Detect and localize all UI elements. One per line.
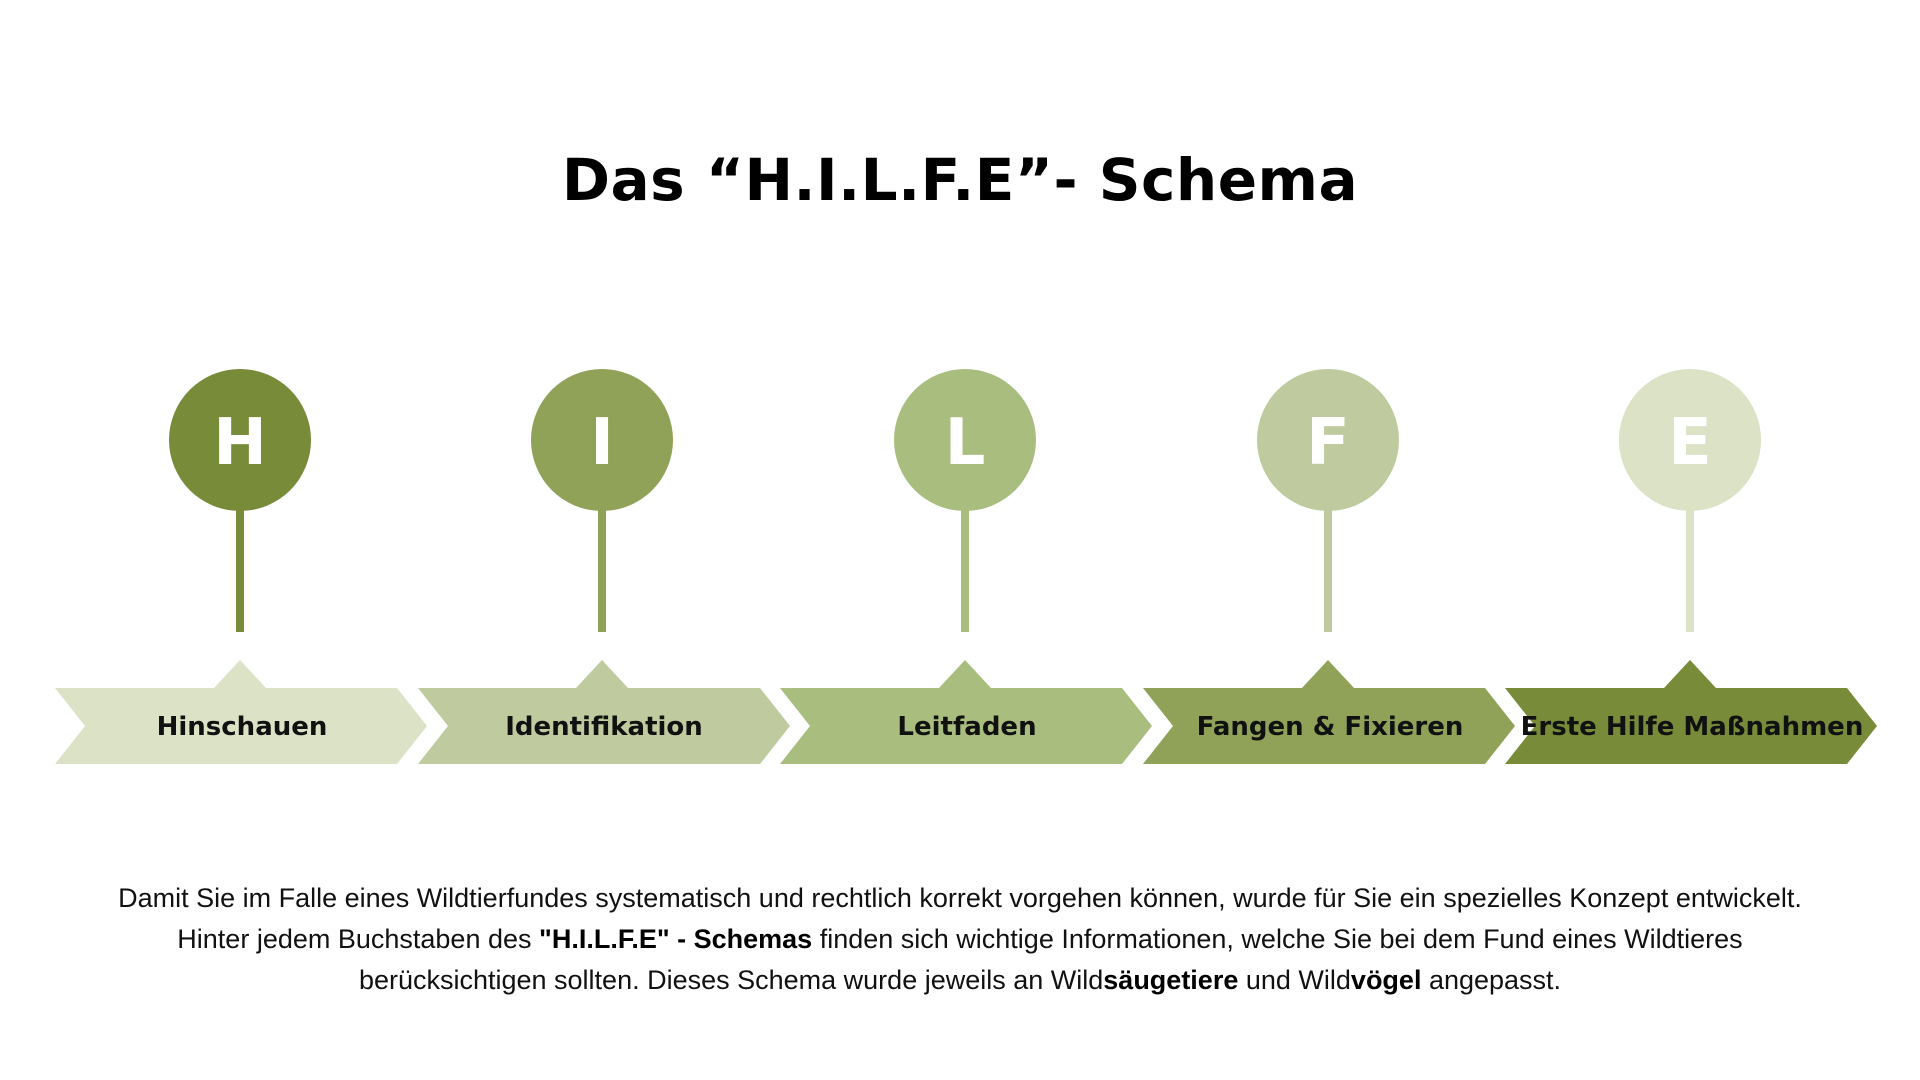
step-label: Identifikation	[505, 712, 703, 742]
page-title: Das “H.I.L.F.E”- Schema	[561, 146, 1359, 214]
step-label: Leitfaden	[897, 712, 1036, 742]
step-label: Hinschauen	[157, 712, 328, 742]
description-bold-schema: "H.I.L.F.E" - Schemas	[539, 924, 813, 954]
description-part-4: angepasst.	[1421, 965, 1562, 995]
node-letter-f: F	[1306, 406, 1350, 480]
step-arrow	[780, 660, 1152, 764]
node-letter-h: H	[213, 406, 267, 480]
letter-node	[1619, 369, 1761, 511]
description-bold-voegel: vögel	[1350, 965, 1422, 995]
step-fangen-fixieren: F Fangen & Fixieren	[1143, 369, 1515, 764]
description-part-3: und Wild	[1238, 965, 1351, 995]
letter-node	[894, 369, 1036, 511]
node-letter-l: L	[945, 406, 986, 480]
node-letter-i: I	[590, 406, 614, 480]
letter-node	[531, 369, 673, 511]
step-arrow	[55, 660, 427, 764]
step-identifikation: I Identifikation	[418, 369, 790, 764]
step-arrow	[1143, 660, 1515, 764]
step-arrow	[418, 660, 790, 764]
node-letter-e: E	[1668, 406, 1712, 480]
description-text: Damit Sie im Falle eines Wildtierfundes …	[100, 878, 1820, 1001]
step-label: Erste Hilfe Maßnahmen	[1521, 712, 1864, 742]
description-part-2: finden sich wichtige Informationen, welc…	[358, 924, 1743, 995]
step-label: Fangen & Fixieren	[1197, 712, 1464, 742]
step-arrow	[1505, 660, 1877, 764]
description-bold-saeugetiere: säugetiere	[1103, 965, 1239, 995]
step-erste-hilfe-ma-nahmen: E Erste Hilfe Maßnahmen	[1505, 369, 1877, 764]
letter-node	[169, 369, 311, 511]
letter-node	[1257, 369, 1399, 511]
description-part-1: Damit Sie im Falle eines Wildtierfundes …	[118, 883, 1802, 954]
step-hinschauen: H Hinschauen	[55, 369, 427, 764]
step-leitfaden: L Leitfaden	[780, 369, 1152, 764]
